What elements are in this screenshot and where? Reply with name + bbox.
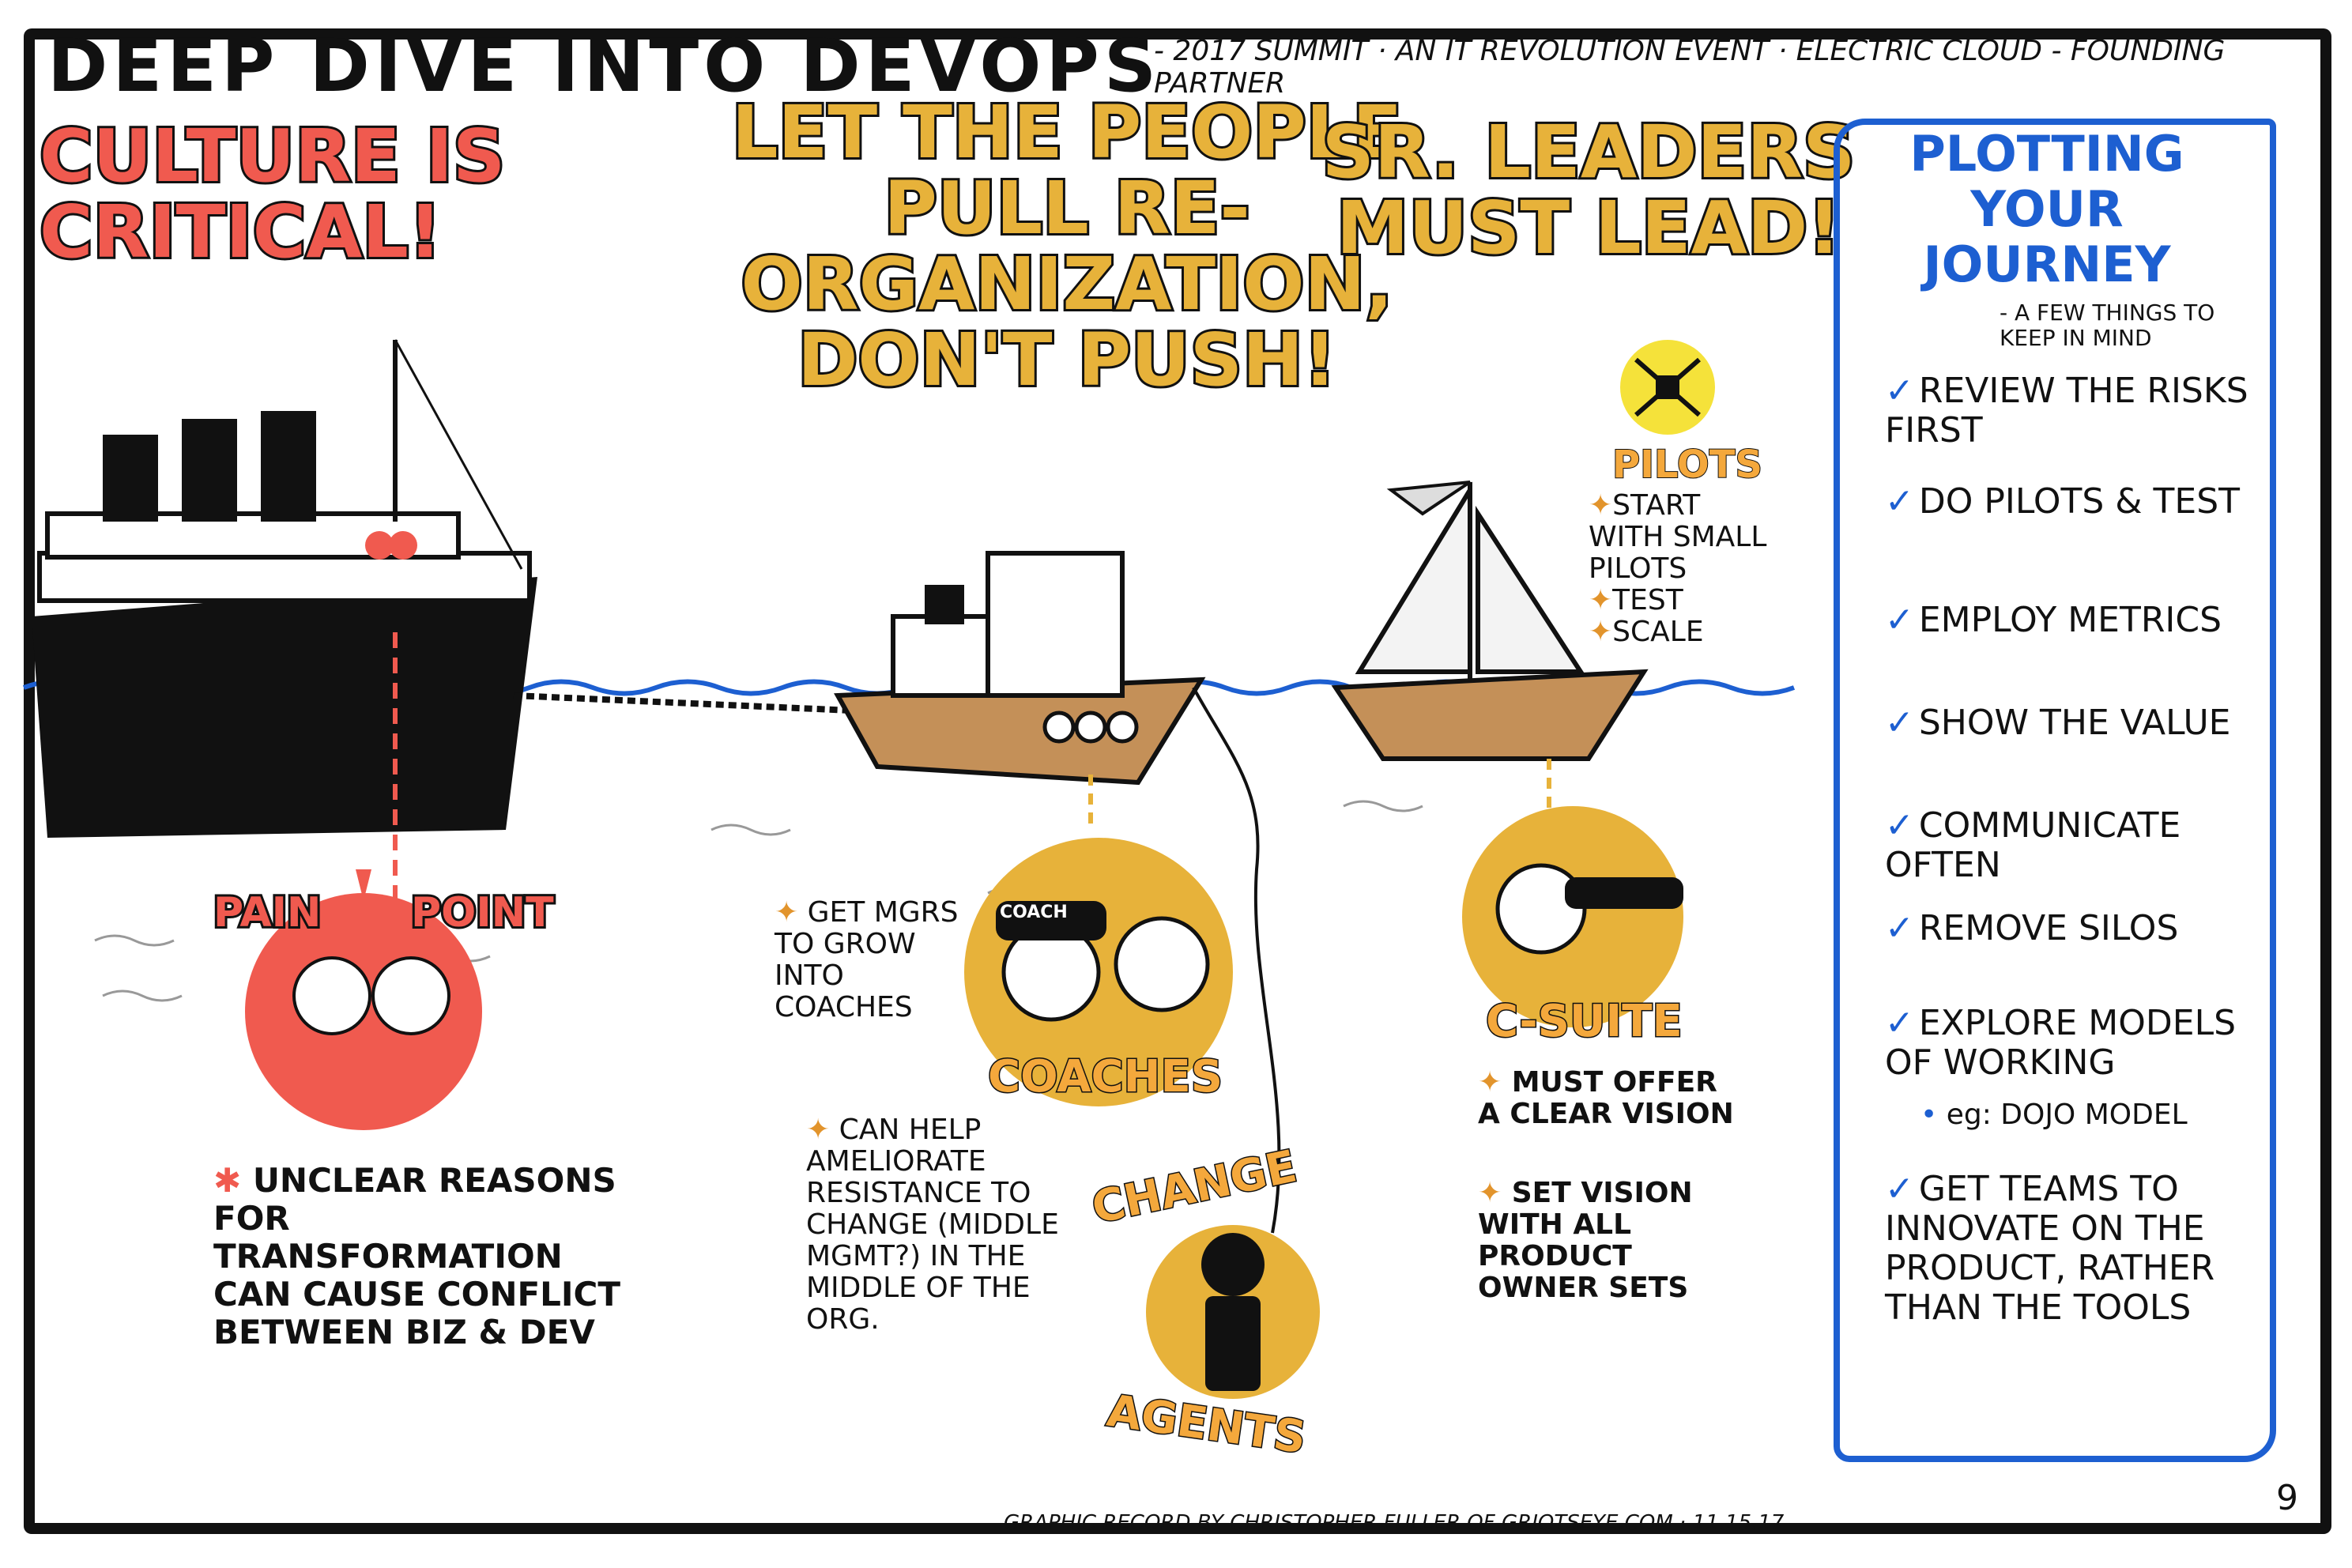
plus-icon: ✦ — [1478, 1177, 1502, 1209]
journey-title: PLOTTING YOUR JOURNEY — [1909, 125, 2184, 293]
coaches-note-2: ✦ CAN HELP AMELIORATE RESISTANCE TO CHAN… — [806, 1114, 1059, 1336]
headline-people-pull: LET THE PEOPLE PULL RE-ORGANIZATION, DON… — [729, 90, 1404, 402]
coach-cap-text: COACH — [1000, 903, 1068, 922]
headline-leaders: SR. LEADERS MUST LEAD! — [1320, 110, 1858, 270]
pilots-item-1: ✦TEST — [1589, 584, 1683, 616]
plus-icon: ✦ — [1589, 616, 1613, 648]
main-title: DEEP DIVE INTO DEVOPS — [47, 24, 1162, 108]
check-icon: ✓ — [1885, 600, 1914, 640]
sailboat-illustration — [1331, 481, 1649, 814]
page-frame — [24, 28, 2331, 1534]
check-icon: ✓ — [1885, 805, 1914, 846]
pain-label: PAIN — [211, 887, 323, 939]
pain-point-illustration — [245, 869, 482, 1130]
csuite-note-1: ✦ MUST OFFER A CLEAR VISION — [1478, 1066, 1734, 1130]
journey-item-7: ✓GET TEAMS TO INNOVATE ON THE PRODUCT, R… — [1885, 1169, 2215, 1328]
check-icon: ✓ — [1885, 481, 1914, 522]
coaches-label: COACHES — [986, 1050, 1223, 1104]
pain-point-text: UNCLEAR REASONS FOR TRANSFORMATION CAN C… — [213, 1161, 621, 1351]
plus-icon: ✦ — [1589, 584, 1613, 616]
asterisk-icon: ✱ — [213, 1161, 253, 1200]
csuite-label: C-SUITE — [1485, 995, 1684, 1049]
footer-credit: GRAPHIC RECORD BY CHRISTOPHER FULLER OF … — [1004, 1511, 1785, 1535]
change-agents-illustration — [1146, 1225, 1320, 1399]
journey-item-6: ✓EXPLORE MODELS OF WORKING — [1885, 1003, 2237, 1083]
csuite-note-2: ✦ SET VISION WITH ALL PRODUCT OWNER SETS — [1478, 1177, 1693, 1304]
big-ship-illustration — [32, 339, 870, 917]
drone-icon — [1620, 340, 1715, 435]
journey-scroll-panel — [1834, 119, 2276, 1462]
pain-point-note: ✱ UNCLEAR REASONS FOR TRANSFORMATION CAN… — [213, 1162, 624, 1351]
journey-item-3: ✓SHOW THE VALUE — [1885, 703, 2231, 743]
csuite-illustration — [1462, 806, 1683, 1027]
journey-subtitle: - A FEW THINGS TO KEEP IN MIND — [2000, 300, 2215, 351]
pilots-title: PILOTS — [1611, 442, 1763, 488]
bullet-icon: • — [1920, 1099, 1947, 1131]
diver-rope — [1192, 687, 1281, 1234]
headline-culture: CULTURE IS CRITICAL! — [37, 114, 507, 274]
journey-item-5: ✓REMOVE SILOS — [1885, 908, 2179, 948]
check-icon: ✓ — [1885, 1169, 1914, 1209]
scene-illustration — [22, 339, 1796, 1399]
journey-item-1: ✓DO PILOTS & TEST — [1885, 481, 2241, 522]
plus-icon: ✦ — [1478, 1066, 1502, 1099]
journey-sub-item: • eg: DOJO MODEL — [1920, 1099, 2188, 1131]
check-icon: ✓ — [1885, 703, 1914, 743]
tug-boat-illustration — [834, 551, 1206, 830]
check-icon: ✓ — [1885, 371, 1914, 411]
pilots-item-2: ✦SCALE — [1589, 616, 1704, 648]
journey-item-4: ✓COMMUNICATE OFTEN — [1885, 805, 2181, 885]
point-label: POINT — [409, 887, 556, 939]
plus-icon: ✦ — [1589, 489, 1613, 522]
check-icon: ✓ — [1885, 1003, 1914, 1043]
coaches-illustration — [964, 838, 1233, 1106]
check-icon: ✓ — [1885, 908, 1914, 948]
subtitle: - 2017 SUMMIT · AN IT REVOLUTION EVENT ·… — [1154, 35, 2226, 100]
plus-icon: ✦ — [775, 896, 799, 929]
plus-icon: ✦ — [806, 1114, 831, 1146]
coaches-note-1: ✦ GET MGRS TO GROW INTO COACHES — [775, 896, 959, 1023]
page-number: 9 — [2276, 1478, 2298, 1518]
pilots-item-0: ✦START WITH SMALL PILOTS — [1589, 489, 1767, 585]
journey-item-0: ✓REVIEW THE RISKS FIRST — [1885, 371, 2248, 450]
journey-item-2: ✓EMPLOY METRICS — [1885, 600, 2222, 640]
